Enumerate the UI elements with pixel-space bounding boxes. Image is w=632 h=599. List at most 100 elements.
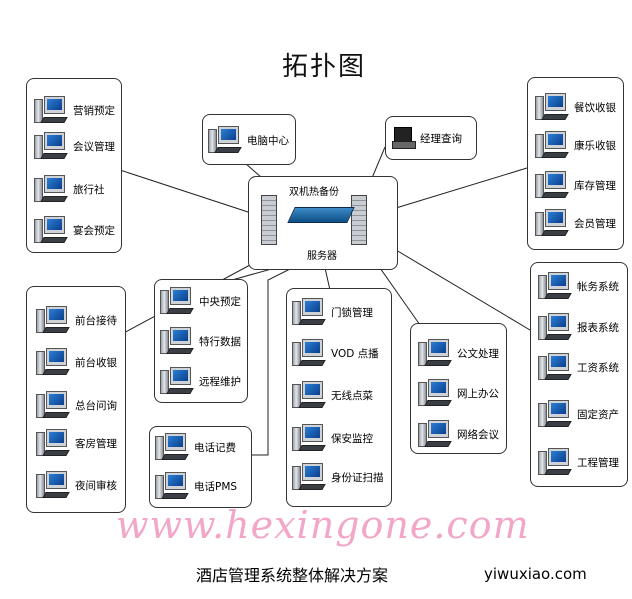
server-rack-icon — [351, 195, 367, 245]
computer-icon — [159, 286, 194, 316]
laptop-icon — [392, 125, 416, 151]
node-member: 会员管理 — [534, 208, 616, 238]
computer-icon — [33, 174, 68, 204]
node-label: 宴会预定 — [73, 224, 115, 237]
node-accounts: 帐务系统 — [537, 271, 619, 301]
node-inventory: 库存管理 — [534, 170, 616, 200]
node-label: 电脑中心 — [247, 134, 289, 147]
node-label: 网上办公 — [457, 387, 499, 400]
computer-icon — [33, 215, 68, 245]
group-sales-box: 营销预定 会议管理 旅行社 宴会预定 — [26, 78, 122, 253]
node-special-data: 特行数据 — [159, 326, 241, 356]
switch-icon — [287, 207, 355, 223]
computer-icon — [35, 390, 70, 420]
server-box: 双机热备份 服务器 — [248, 176, 398, 270]
node-inquiry: 总台问询 — [35, 390, 117, 420]
node-label: 客房管理 — [75, 437, 117, 450]
server-top-label: 双机热备份 — [289, 187, 339, 198]
computer-icon — [159, 326, 194, 356]
node-label: 库存管理 — [574, 179, 616, 192]
watermark-text: www.hexingone.com — [116, 503, 530, 547]
node-label: 固定资产 — [577, 408, 619, 421]
node-travel: 旅行社 — [33, 174, 105, 204]
node-payroll: 工资系统 — [537, 352, 619, 382]
computer-icon — [291, 297, 326, 327]
node-meeting: 会议管理 — [33, 131, 115, 161]
node-engineering: 工程管理 — [537, 447, 619, 477]
node-phone-billing: 电话记费 — [154, 432, 236, 462]
node-cashier: 前台收银 — [35, 347, 117, 377]
server-rack-icon — [261, 195, 277, 245]
node-label: 门锁管理 — [331, 306, 373, 319]
group-finance-box: 帐务系统 报表系统 工资系统 固定资产 工程管理 — [530, 262, 628, 487]
node-web-meeting: 网络会议 — [417, 419, 499, 449]
node-recreation: 康乐收银 — [534, 130, 616, 160]
node-remote: 远程维护 — [159, 366, 241, 396]
node-fixed-assets: 固定资产 — [537, 399, 619, 429]
computer-icon — [417, 419, 452, 449]
group-it-center-box: 电脑中心 — [202, 114, 296, 165]
node-night-audit: 夜间审核 — [35, 470, 117, 500]
source-text: yiwuxiao.com — [484, 565, 587, 583]
node-it-center: 电脑中心 — [207, 125, 289, 155]
computer-icon — [534, 170, 569, 200]
computer-icon — [537, 352, 572, 382]
computer-icon — [33, 131, 68, 161]
node-label: 工资系统 — [577, 361, 619, 374]
node-housekeeping: 客房管理 — [35, 428, 117, 458]
group-pos-box: 餐饮收银 康乐收银 库存管理 会员管理 — [527, 77, 624, 250]
node-label: 中央预定 — [199, 295, 241, 308]
computer-icon — [534, 208, 569, 238]
node-label: 工程管理 — [577, 456, 619, 469]
node-label: 报表系统 — [577, 321, 619, 334]
node-manager: 经理查询 — [392, 123, 462, 153]
group-manager-box: 经理查询 — [385, 116, 477, 160]
node-label: 夜间审核 — [75, 479, 117, 492]
computer-icon — [537, 399, 572, 429]
computer-icon — [417, 378, 452, 408]
node-label: 会员管理 — [574, 217, 616, 230]
server-bottom-label: 服务器 — [307, 251, 337, 262]
computer-icon — [35, 428, 70, 458]
node-label: 营销预定 — [73, 104, 115, 117]
node-central-reservation: 中央预定 — [159, 286, 241, 316]
node-label: 远程维护 — [199, 375, 241, 388]
computer-icon — [534, 130, 569, 160]
computer-icon — [537, 447, 572, 477]
node-label: 网络会议 — [457, 428, 499, 441]
node-wireless-order: 无线点菜 — [291, 380, 373, 410]
node-documents: 公文处理 — [417, 338, 499, 368]
node-label: 会议管理 — [73, 140, 115, 153]
group-office-box: 公文处理 网上办公 网络会议 — [410, 323, 507, 454]
computer-icon — [537, 271, 572, 301]
group-central-box: 中央预定 特行数据 远程维护 — [154, 279, 248, 403]
diagram-title: 拓扑图 — [282, 52, 367, 82]
node-id-scan: 身份证扫描 — [291, 462, 384, 492]
computer-icon — [291, 423, 326, 453]
computer-icon — [154, 432, 189, 462]
node-phone-pms: 电话PMS — [154, 471, 237, 501]
node-label: 经理查询 — [420, 132, 462, 145]
computer-icon — [291, 462, 326, 492]
node-banquet: 宴会预定 — [33, 215, 115, 245]
node-vod: VOD 点播 — [291, 338, 379, 368]
node-label: 公文处理 — [457, 347, 499, 360]
computer-icon — [537, 312, 572, 342]
node-label: 康乐收银 — [574, 139, 616, 152]
computer-icon — [35, 305, 70, 335]
computer-icon — [154, 471, 189, 501]
node-reports: 报表系统 — [537, 312, 619, 342]
node-online-office: 网上办公 — [417, 378, 499, 408]
node-label: 帐务系统 — [577, 280, 619, 293]
computer-icon — [35, 470, 70, 500]
node-label: 身份证扫描 — [331, 471, 384, 484]
node-label: 电话PMS — [194, 480, 238, 493]
node-sales: 营销预定 — [33, 95, 115, 125]
node-label: 餐饮收银 — [574, 101, 616, 114]
computer-icon — [291, 338, 326, 368]
computer-icon — [35, 347, 70, 377]
computer-icon — [33, 95, 68, 125]
computer-icon — [534, 92, 569, 122]
node-reception: 前台接待 — [35, 305, 117, 335]
computer-icon — [207, 125, 242, 155]
